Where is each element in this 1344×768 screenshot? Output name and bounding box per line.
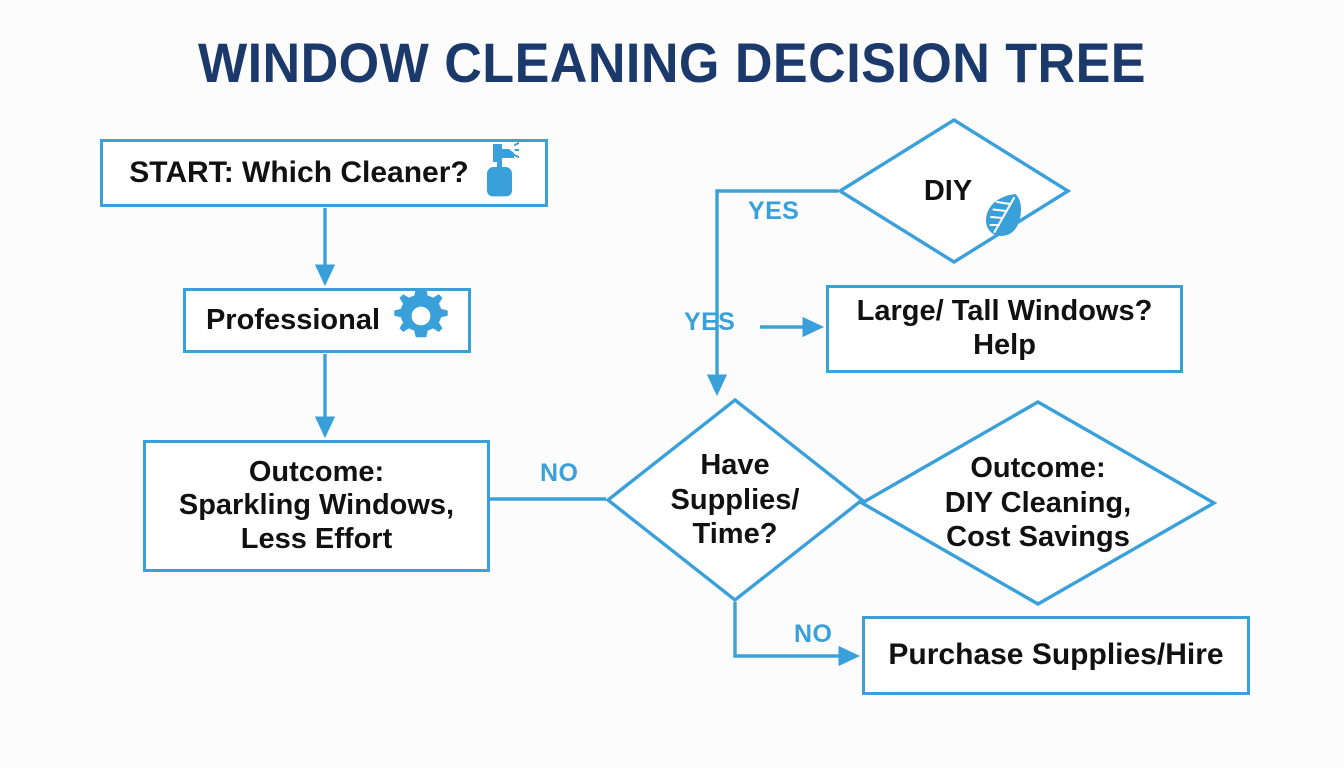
page-title: WINDOW CLEANING DECISION TREE <box>197 31 1147 94</box>
node-outcome-professional[interactable]: Outcome: Sparkling Windows, Less Effort <box>143 440 490 572</box>
edge-label-no-to-supplies: NO <box>540 459 579 487</box>
node-purchase-supplies[interactable]: Purchase Supplies/Hire <box>862 616 1250 695</box>
outcome-diy-line-1: Outcome: <box>970 451 1106 484</box>
node-large-tall-windows[interactable]: Large/ Tall Windows? Help <box>826 285 1183 373</box>
large-tall-line-2: Help <box>973 329 1036 361</box>
outcome-pro-line-3: Less Effort <box>240 522 393 555</box>
have-supplies-line-3: Time? <box>692 518 778 551</box>
outcome-pro-line-2: Sparkling Windows, <box>178 489 455 522</box>
node-diy-label: DIY <box>923 174 973 207</box>
node-diy-label-wrap: DIY <box>838 118 1070 264</box>
node-purchase-supplies-label: Purchase Supplies/Hire <box>888 638 1224 672</box>
edge-label-yes-to-large-tall: YES <box>684 308 736 336</box>
node-outcome-professional-label: Outcome: Sparkling Windows, Less Effort <box>179 456 454 557</box>
have-supplies-diamond-shape <box>605 397 865 603</box>
outcome-diy-line-3: Cost Savings <box>946 521 1130 554</box>
have-supplies-line-1: Have <box>700 448 770 481</box>
outcome-diy-line-2: DIY Cleaning, <box>944 486 1132 519</box>
outcome-pro-line-1: Outcome: <box>248 455 385 488</box>
edge-label-yes-to-diy: YES <box>748 197 800 225</box>
node-professional[interactable]: Professional <box>183 288 471 353</box>
node-outcome-diy[interactable]: Outcome: DIY Cleaning, Cost Savings <box>858 400 1218 606</box>
outcome-diy-diamond-shape <box>858 400 1218 606</box>
node-outcome-diy-label: Outcome: DIY Cleaning, Cost Savings <box>860 400 1216 606</box>
have-supplies-line-2: Supplies/ <box>670 483 800 516</box>
node-diy[interactable]: DIY <box>836 117 1072 265</box>
node-start[interactable]: START: Which Cleaner? <box>100 139 548 207</box>
node-professional-label: Professional <box>205 303 381 336</box>
gear-icon <box>394 288 448 343</box>
node-start-label: START: Which Cleaner? <box>129 155 469 189</box>
edge-label-no-to-purchase: NO <box>794 620 833 648</box>
node-large-tall-windows-label: Large/ Tall Windows? Help <box>857 295 1153 362</box>
large-tall-line-1: Large/ Tall Windows? <box>856 295 1153 328</box>
spray-bottle-icon <box>479 140 522 198</box>
node-have-supplies-time-label: Have Supplies/ Time? <box>606 398 864 602</box>
node-have-supplies-time[interactable]: Have Supplies/ Time? <box>605 397 865 603</box>
